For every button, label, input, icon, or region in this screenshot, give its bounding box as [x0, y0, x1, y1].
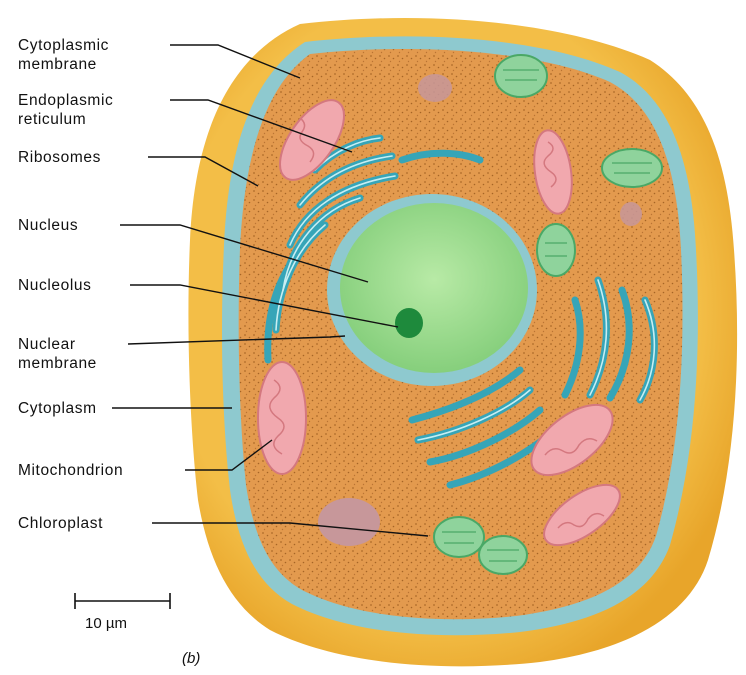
nucleolus: [395, 308, 423, 338]
label-cytoplasm: Cytoplasm: [18, 399, 97, 418]
label-line: reticulum: [18, 110, 113, 129]
label-line: Nuclear: [18, 335, 97, 354]
vacuole: [318, 498, 380, 546]
label-line: Cytoplasm: [18, 399, 97, 418]
vacuole: [620, 202, 642, 226]
label-ribosomes: Ribosomes: [18, 148, 101, 167]
nucleus: [340, 203, 528, 373]
vacuole: [418, 74, 452, 102]
scale-bar-graphic: [75, 593, 170, 609]
chloroplast: [495, 55, 547, 97]
figure-tag: (b): [182, 650, 200, 667]
label-endoplasmic-reticulum: Endoplasmic reticulum: [18, 91, 113, 129]
label-line: Cytoplasmic: [18, 36, 109, 55]
label-cytoplasmic-membrane: Cytoplasmic membrane: [18, 36, 109, 74]
label-nucleus: Nucleus: [18, 216, 78, 235]
chloroplast: [602, 149, 662, 187]
label-line: Nucleus: [18, 216, 78, 235]
chloroplast: [479, 536, 527, 574]
label-line: Nucleolus: [18, 276, 91, 295]
label-line: Ribosomes: [18, 148, 101, 167]
label-line: membrane: [18, 55, 109, 74]
chloroplast: [537, 224, 575, 276]
label-line: membrane: [18, 354, 97, 373]
label-line: Endoplasmic: [18, 91, 113, 110]
label-nucleolus: Nucleolus: [18, 276, 91, 295]
label-chloroplast: Chloroplast: [18, 514, 103, 533]
label-line: Chloroplast: [18, 514, 103, 533]
scale-bar-label: 10 µm: [85, 615, 127, 632]
label-mitochondrion: Mitochondrion: [18, 461, 123, 480]
chloroplast: [434, 517, 484, 557]
label-nuclear-membrane: Nuclear membrane: [18, 335, 97, 373]
mitochondrion: [258, 362, 306, 474]
label-line: Mitochondrion: [18, 461, 123, 480]
